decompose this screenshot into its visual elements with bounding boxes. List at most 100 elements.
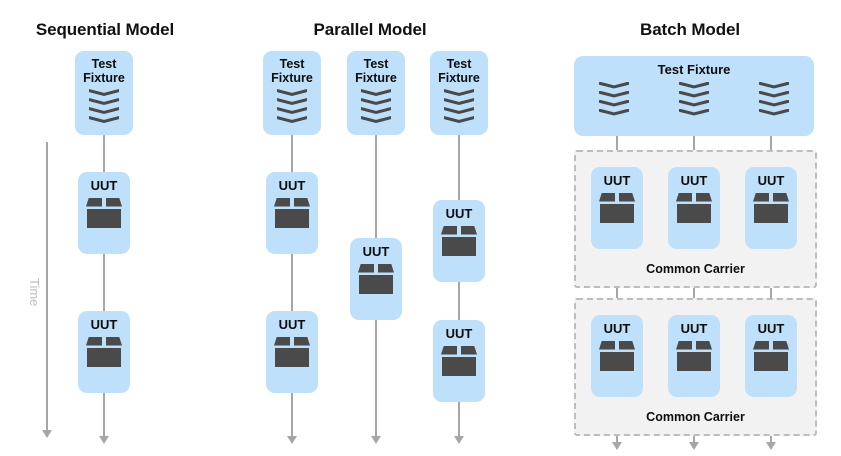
- box-body-icon: [275, 208, 309, 228]
- node-label: UUT: [445, 326, 473, 341]
- node-label: UUT: [757, 173, 785, 188]
- box-flap-right-icon: [461, 345, 477, 355]
- node-label: UUT: [680, 173, 708, 188]
- node-uut[interactable]: UUT: [266, 311, 318, 393]
- node-uut[interactable]: UUT: [78, 311, 130, 393]
- box-flap-left-icon: [86, 336, 102, 346]
- node-uut[interactable]: UUT: [350, 238, 402, 320]
- panel-title-batch: Batch Model: [640, 20, 740, 39]
- node-label: UUT: [90, 178, 118, 193]
- connector-arrowhead-parallel-col1: [287, 436, 297, 444]
- node-label: Test Fixture: [355, 57, 397, 85]
- box-flap-left-icon: [676, 340, 692, 350]
- node-uut[interactable]: UUT: [433, 320, 485, 402]
- node-uut[interactable]: UUT: [745, 315, 797, 397]
- time-axis-label: Time: [27, 278, 42, 307]
- chevron-stack-icon: [599, 81, 629, 116]
- connector-arrowhead-batch-col3: [766, 442, 776, 450]
- open-box-icon: [599, 340, 635, 371]
- node-uut[interactable]: UUT: [668, 167, 720, 249]
- open-box-icon: [676, 340, 712, 371]
- chevron-icon: [759, 108, 789, 116]
- node-uut[interactable]: UUT: [78, 172, 130, 254]
- node-label: UUT: [603, 321, 631, 336]
- box-body-icon: [677, 203, 711, 223]
- node-label: UUT: [278, 317, 306, 332]
- box-flap-left-icon: [441, 345, 457, 355]
- node-label: Test Fixture: [271, 57, 313, 85]
- connector-arrowhead-batch-col1: [612, 442, 622, 450]
- time-axis-arrowhead: [42, 430, 52, 438]
- chevron-icon: [679, 81, 709, 89]
- node-label: UUT: [362, 244, 390, 259]
- box-flap-left-icon: [753, 340, 769, 350]
- box-body-icon: [359, 274, 393, 294]
- box-body-icon: [600, 203, 634, 223]
- connector-batch-out-col1: [616, 434, 618, 446]
- box-flap-left-icon: [274, 197, 290, 207]
- node-test-fixture[interactable]: Test Fixture: [75, 51, 133, 135]
- chevron-stack-icon: [679, 81, 709, 116]
- chevron-icon: [444, 89, 474, 96]
- node-test-fixture-batch[interactable]: Test Fixture: [574, 56, 814, 136]
- open-box-icon: [441, 225, 477, 256]
- node-label: Test Fixture: [438, 57, 480, 85]
- box-flap-right-icon: [461, 225, 477, 235]
- connector-arrowhead-parallel-col2: [371, 436, 381, 444]
- node-uut[interactable]: UUT: [668, 315, 720, 397]
- chevron-icon: [759, 81, 789, 89]
- chevron-icon: [361, 116, 391, 123]
- common-carrier-label: Common Carrier: [646, 262, 745, 276]
- chevron-icon: [277, 107, 307, 114]
- open-box-icon: [441, 345, 477, 376]
- box-flap-right-icon: [619, 340, 635, 350]
- chevron-icon: [444, 116, 474, 123]
- panel-title-sequential: Sequential Model: [35, 20, 175, 39]
- box-flap-left-icon: [274, 336, 290, 346]
- connector-arrowhead-sequential: [99, 436, 109, 444]
- node-label: UUT: [278, 178, 306, 193]
- node-test-fixture[interactable]: Test Fixture: [263, 51, 321, 135]
- chevron-icon: [89, 107, 119, 114]
- box-flap-right-icon: [696, 192, 712, 202]
- connector-parallel-col1: [291, 128, 293, 438]
- chevron-icon: [444, 107, 474, 114]
- box-flap-left-icon: [86, 197, 102, 207]
- chevron-icon: [361, 107, 391, 114]
- connector-batch-mid-col1: [616, 286, 618, 304]
- node-test-fixture[interactable]: Test Fixture: [347, 51, 405, 135]
- connector-batch-mid-col2: [693, 286, 695, 304]
- chevron-icon: [679, 108, 709, 116]
- box-flap-left-icon: [599, 340, 615, 350]
- box-flap-left-icon: [358, 263, 374, 273]
- connector-batch-mid-col3: [770, 286, 772, 304]
- node-label: UUT: [445, 206, 473, 221]
- node-label: UUT: [90, 317, 118, 332]
- box-flap-right-icon: [294, 197, 310, 207]
- panel-title-parallel: Parallel Model: [313, 20, 427, 39]
- box-flap-left-icon: [599, 192, 615, 202]
- connector-batch-col2: [693, 134, 695, 156]
- box-flap-right-icon: [106, 336, 122, 346]
- node-label: UUT: [757, 321, 785, 336]
- box-body-icon: [442, 356, 476, 376]
- chevron-icon: [277, 98, 307, 105]
- chevron-stack-icon: [444, 89, 474, 123]
- node-uut[interactable]: UUT: [745, 167, 797, 249]
- box-flap-right-icon: [619, 192, 635, 202]
- node-test-fixture[interactable]: Test Fixture: [430, 51, 488, 135]
- connector-parallel-col3: [458, 128, 460, 438]
- time-axis-line: [46, 142, 48, 432]
- node-uut[interactable]: UUT: [433, 200, 485, 282]
- chevron-stack-icon: [89, 89, 119, 123]
- open-box-icon: [676, 192, 712, 223]
- open-box-icon: [86, 197, 122, 228]
- node-uut[interactable]: UUT: [266, 172, 318, 254]
- chevron-icon: [599, 108, 629, 116]
- open-box-icon: [358, 263, 394, 294]
- node-uut[interactable]: UUT: [591, 315, 643, 397]
- node-uut[interactable]: UUT: [591, 167, 643, 249]
- chevron-stack-icon: [361, 89, 391, 123]
- box-flap-left-icon: [753, 192, 769, 202]
- box-body-icon: [677, 351, 711, 371]
